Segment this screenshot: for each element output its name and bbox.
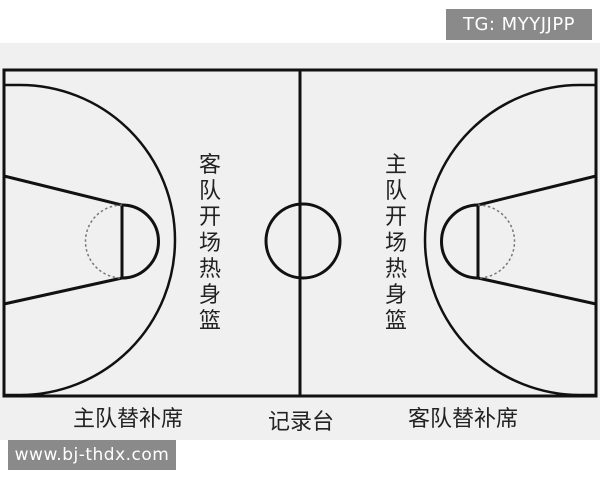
center-circle (264, 202, 342, 280)
left-three-point-line (4, 83, 177, 397)
right-free-throw-arc-dashed (477, 204, 516, 279)
watermark-top: TG: MYYJJPP (446, 9, 592, 40)
right-lane (476, 174, 597, 306)
left-lane (3, 174, 124, 306)
watermark-bottom: www.bj-thdx.com (8, 440, 176, 470)
right-three-point-line (423, 83, 596, 397)
left-warmup-basket-label: 客队开场热身篮 (199, 153, 221, 334)
right-free-throw-arc (440, 203, 479, 280)
right-bench-label: 客队替补席 (408, 407, 518, 432)
left-bench-label: 主队替补席 (73, 407, 183, 432)
scorer-table-label: 记录台 (268, 410, 334, 435)
left-free-throw-arc (121, 203, 160, 280)
left-free-throw-arc-dashed (84, 204, 123, 279)
right-warmup-basket-label: 主队开场热身篮 (385, 153, 407, 334)
